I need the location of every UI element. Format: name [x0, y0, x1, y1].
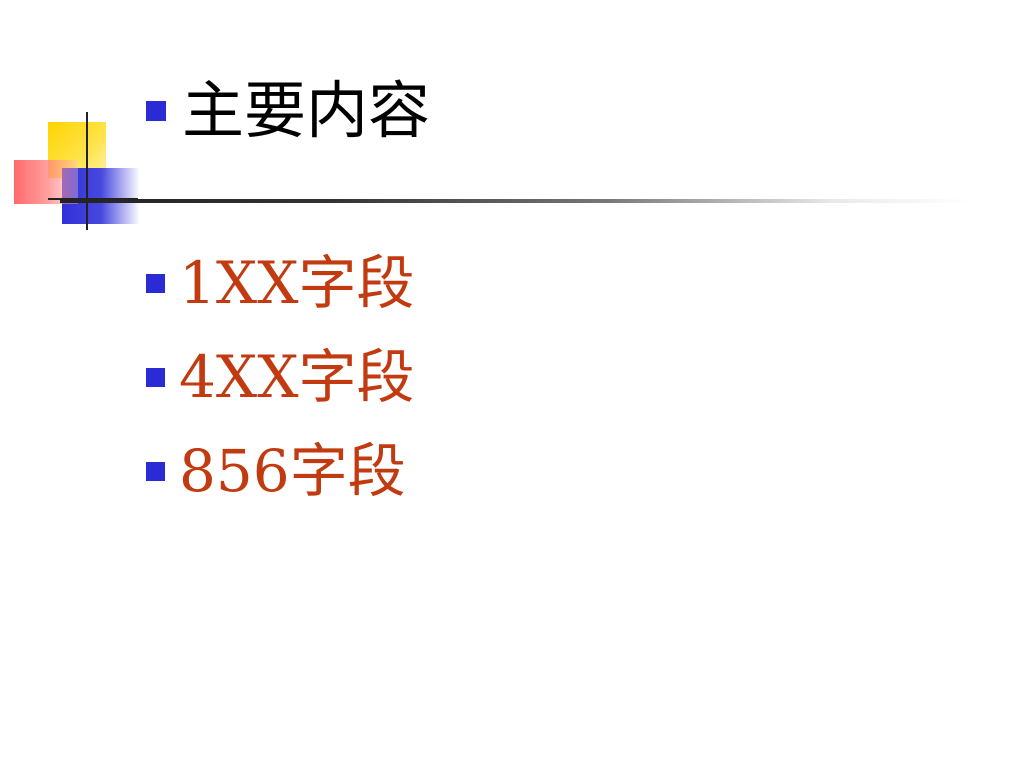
title-divider [60, 199, 970, 203]
bullet-square-icon [146, 367, 165, 387]
decorative-logo [0, 0, 160, 240]
bullet-square-icon [146, 461, 165, 481]
bullet-square-icon [146, 101, 166, 121]
bullet-square-icon [146, 273, 165, 293]
logo-red-square [14, 160, 78, 204]
list-item: 856字段 [146, 424, 414, 518]
bullet-list: 1XX字段 4XX字段 856字段 [146, 236, 414, 518]
list-item: 4XX字段 [146, 330, 414, 424]
list-item: 1XX字段 [146, 236, 414, 330]
logo-vertical-line [86, 112, 88, 230]
slide-title-row: 主要内容 [146, 74, 430, 148]
list-item-label: 856字段 [179, 437, 406, 505]
list-item-label: 1XX字段 [179, 249, 415, 317]
slide-title: 主要内容 [182, 74, 431, 147]
list-item-label: 4XX字段 [179, 343, 415, 411]
